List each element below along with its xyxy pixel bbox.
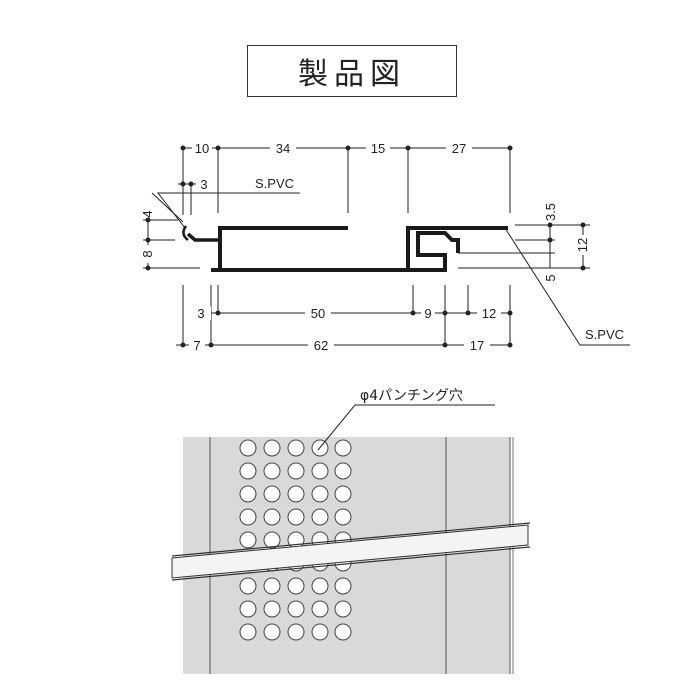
- punch-hole: [334, 600, 352, 618]
- punch-hole: [239, 531, 257, 549]
- dim-label: 3: [200, 177, 207, 192]
- dim-label: 62: [314, 338, 328, 353]
- page-title: 製品図: [298, 57, 406, 92]
- punch-hole: [239, 439, 257, 457]
- punch-hole: [287, 623, 305, 641]
- punch-hole: [287, 439, 305, 457]
- dim-label: 8: [140, 250, 155, 257]
- dim-label: 27: [452, 141, 466, 156]
- punch-hole: [311, 462, 329, 480]
- dim-label: 12: [482, 306, 496, 321]
- punch-hole: [263, 577, 281, 595]
- punch-hole: [239, 600, 257, 618]
- punch-hole: [334, 462, 352, 480]
- punch-hole: [239, 508, 257, 526]
- punch-hole: [263, 623, 281, 641]
- hole-label: φ4パンチング穴: [360, 388, 463, 404]
- dim-label: 12: [575, 238, 590, 252]
- punch-hole: [334, 577, 352, 595]
- material-label-top: S.PVC: [255, 176, 294, 191]
- punch-hole: [263, 600, 281, 618]
- punch-hole: [334, 439, 352, 457]
- profile-shape: [211, 231, 460, 272]
- punch-hole: [239, 485, 257, 503]
- dim-label: 3: [197, 306, 204, 321]
- punch-hole: [287, 485, 305, 503]
- cut-strip: [171, 524, 529, 579]
- dim-label: 4: [140, 210, 155, 217]
- punch-hole: [311, 600, 329, 618]
- dim-label: 5: [543, 274, 558, 281]
- punch-hole: [311, 508, 329, 526]
- punch-hole: [263, 485, 281, 503]
- material-label-right: S.PVC: [585, 327, 624, 342]
- punch-hole: [287, 600, 305, 618]
- punch-hole: [239, 462, 257, 480]
- dim-label: 3.5: [543, 203, 558, 221]
- punch-hole: [263, 508, 281, 526]
- punch-hole: [334, 485, 352, 503]
- dim-label: 9: [424, 306, 431, 321]
- punch-hole: [239, 623, 257, 641]
- panel-view: φ4パンチング穴: [171, 388, 531, 674]
- punch-hole: [263, 531, 281, 549]
- punch-hole: [239, 577, 257, 595]
- material-leader-top: [156, 192, 300, 229]
- hole-leader: [317, 404, 495, 451]
- cross-section: [143, 145, 630, 348]
- dim-label: 7: [193, 338, 200, 353]
- dim-label: 34: [276, 141, 290, 156]
- dim-label: 50: [311, 306, 325, 321]
- punch-hole: [287, 508, 305, 526]
- punch-hole: [311, 485, 329, 503]
- dim-label: 17: [470, 338, 484, 353]
- dimension-labels: 10 34 15 27 3 S.PVC 4 8 3.5 12 5 3 50 9 …: [140, 141, 624, 353]
- title-box: 製品図: [247, 45, 457, 97]
- punch-hole: [334, 623, 352, 641]
- dim-label: 15: [371, 141, 385, 156]
- punch-hole: [334, 508, 352, 526]
- punch-hole: [263, 439, 281, 457]
- dim-label: 10: [195, 141, 209, 156]
- material-leader-right: [504, 227, 630, 346]
- punch-hole: [311, 577, 329, 595]
- punch-hole: [263, 462, 281, 480]
- punch-hole: [287, 462, 305, 480]
- punch-hole: [311, 623, 329, 641]
- punch-hole: [287, 577, 305, 595]
